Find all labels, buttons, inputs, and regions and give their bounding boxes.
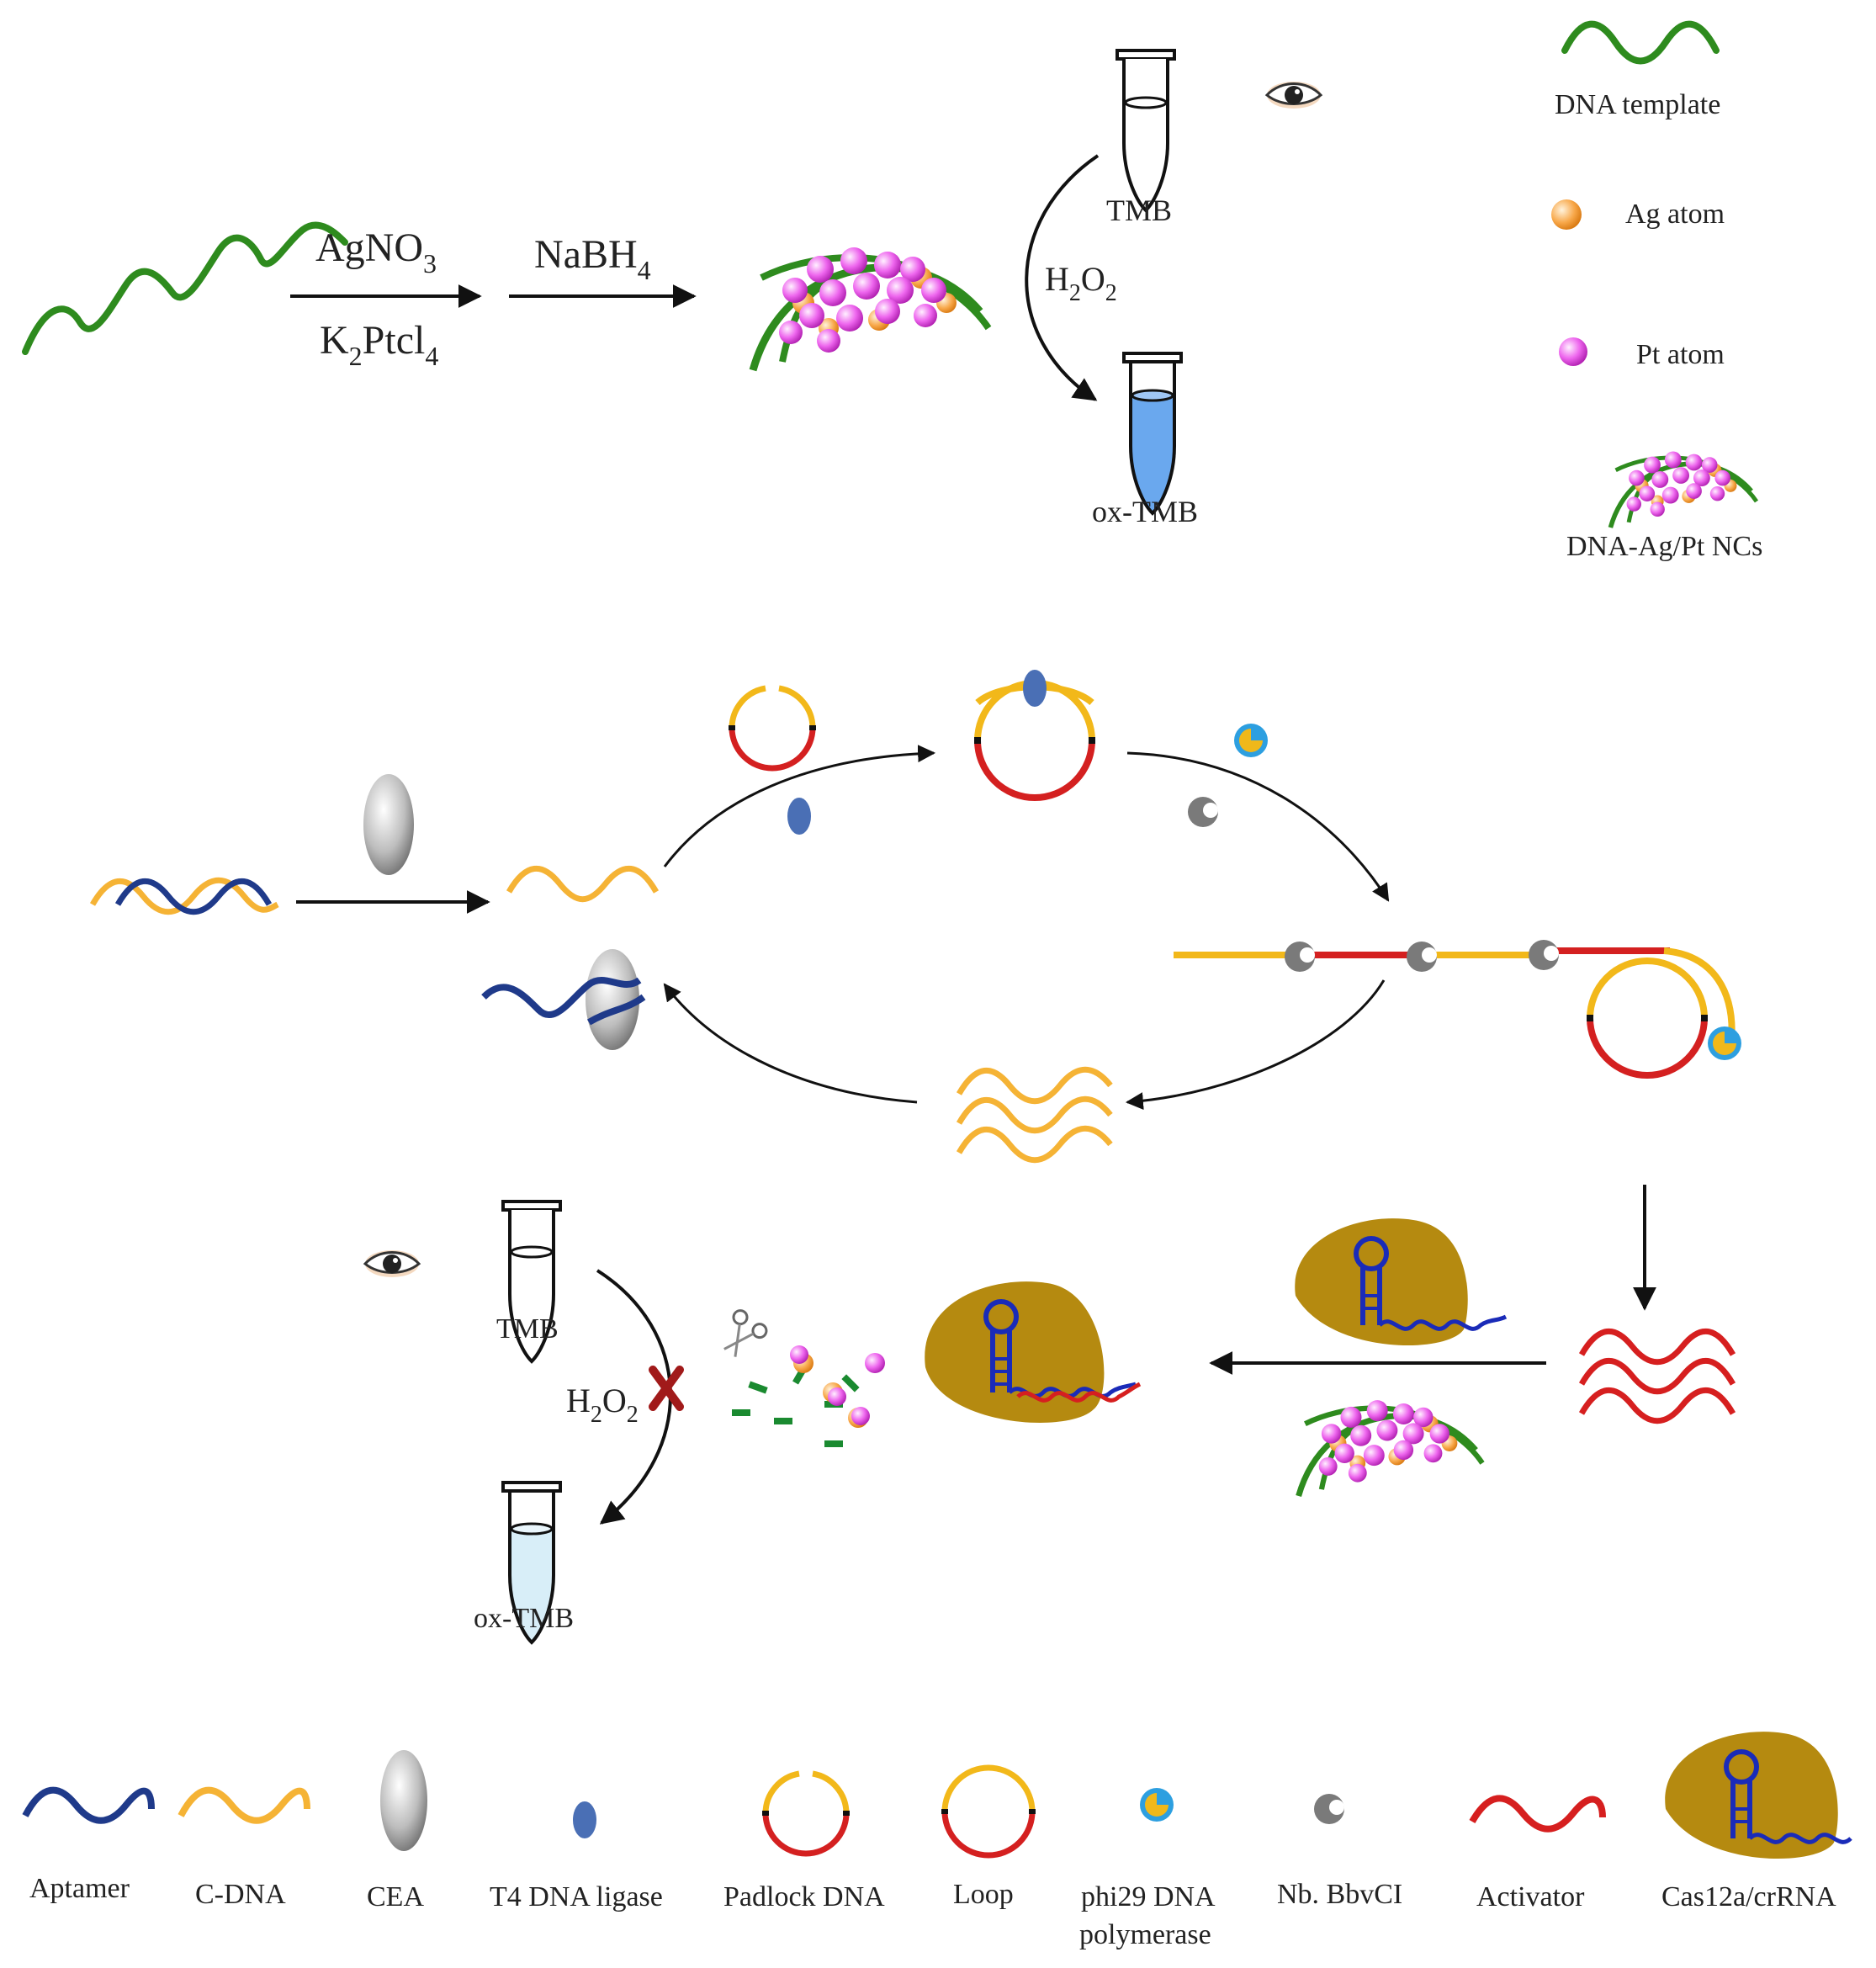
loop-with-primer (974, 670, 1095, 801)
legend-activator-icon (1469, 1795, 1606, 1833)
cleaved-fragments (723, 1309, 885, 1447)
eye-icon-bottom (363, 1250, 421, 1277)
legend-aptamer-label: Aptamer (29, 1873, 130, 1904)
synthesis-section: AgNO3 K2Ptcl4 NaBH4 TMB H2O2 ox-TMB (22, 20, 1762, 562)
legend-ag-atom-label: Ag atom (1625, 199, 1725, 230)
legend-nickase-label: Nb. BbvCI (1277, 1879, 1402, 1910)
dna-ag-pt-nanocluster (753, 247, 988, 370)
nicking-return-arrow (1125, 979, 1386, 1111)
legend-aptamer-icon (22, 1786, 155, 1824)
legend-phi29-label-2: polymerase (1079, 1919, 1211, 1950)
top-legend: DNA template Ag atom Pt atom DNA-Ag/Pt N… (1551, 20, 1762, 562)
legend-loop-icon (941, 1764, 1036, 1859)
released-cdna-copies (956, 1066, 1113, 1164)
ox-tmb-tube-top (1122, 352, 1183, 516)
ox-tmb-label-top: ox-TMB (1092, 495, 1198, 528)
cas12a-readout-section: TMB H2O2 ox-TMB (363, 1200, 1736, 1645)
legend-dna-template-icon (1561, 20, 1720, 65)
rca-arrow (1126, 751, 1390, 902)
bottom-legend: Aptamer C-DNA CEA T4 DNA ligase Padlock … (22, 1732, 1852, 1950)
tmb-oxidation-arrow (1025, 154, 1100, 401)
legend-cas12a-icon (1665, 1732, 1852, 1859)
cas12a-activated (925, 1281, 1142, 1423)
legend-padlock-label: Padlock DNA (723, 1881, 885, 1912)
legend-dna-template-label: DNA template (1555, 89, 1720, 120)
legend-padlock-icon (762, 1770, 850, 1857)
legend-ag-atom-icon (1551, 199, 1582, 230)
ox-tmb-tube-bottom (501, 1481, 562, 1645)
h2o2-label-top: H2O2 (1045, 260, 1117, 306)
legend-nickase-icon (1314, 1794, 1344, 1824)
activator-strands (1578, 1329, 1736, 1424)
aptamer-cea-complex (481, 949, 646, 1050)
amplification-section (89, 670, 1741, 1311)
legend-nanocluster-icon (1610, 451, 1757, 528)
legend-loop-label: Loop (953, 1879, 1014, 1910)
eye-icon (1264, 82, 1323, 109)
padlock-dna-open (729, 685, 816, 772)
legend-pt-atom-icon (1559, 337, 1587, 366)
tmb-label-bottom: TMB (496, 1313, 559, 1345)
nickase-icon (1188, 797, 1218, 827)
legend-phi29-icon (1140, 1788, 1174, 1822)
phi29-polymerase-icon (1234, 724, 1268, 757)
aptamer-cdna-duplex (89, 877, 279, 915)
tmb-tube-top (1116, 49, 1176, 213)
legend-cdna-label: C-DNA (195, 1879, 286, 1910)
t4-ligase-mid (787, 798, 811, 835)
legend-cea-icon (380, 1750, 427, 1851)
legend-cas12a-label: Cas12a/crRNA (1661, 1881, 1836, 1912)
legend-t4-ligase-label: T4 DNA ligase (490, 1881, 663, 1912)
tmb-label-top: TMB (1106, 194, 1172, 227)
ox-tmb-label-bottom: ox-TMB (474, 1603, 574, 1634)
scissors-icon (723, 1309, 768, 1357)
tmb-tube-bottom (501, 1200, 562, 1364)
rca-product (1174, 940, 1741, 1079)
blocked-cross-icon (649, 1366, 684, 1411)
legend-pt-atom-label: Pt atom (1636, 339, 1725, 370)
nabh4-label: NaBH4 (534, 232, 651, 285)
k2ptcl4-label: K2Ptcl4 (320, 318, 438, 371)
released-cdna (506, 866, 660, 903)
recycle-arrow (663, 983, 918, 1104)
legend-cdna-icon (178, 1786, 310, 1824)
cea-protein (363, 774, 414, 875)
legend-t4-ligase-icon (573, 1801, 596, 1838)
legend-nanocluster-label: DNA-Ag/Pt NCs (1566, 531, 1762, 562)
agno3-label: AgNO3 (315, 225, 437, 278)
ligation-arrow (663, 745, 936, 867)
dna-template-strand (22, 221, 348, 355)
legend-activator-label: Activator (1476, 1881, 1585, 1912)
legend-phi29-label-1: phi29 DNA (1081, 1881, 1216, 1912)
cas12a-inactive (1295, 1218, 1508, 1346)
h2o2-label-bottom: H2O2 (566, 1382, 639, 1428)
legend-cea-label: CEA (367, 1881, 424, 1912)
nanocluster-probe (1299, 1400, 1482, 1496)
